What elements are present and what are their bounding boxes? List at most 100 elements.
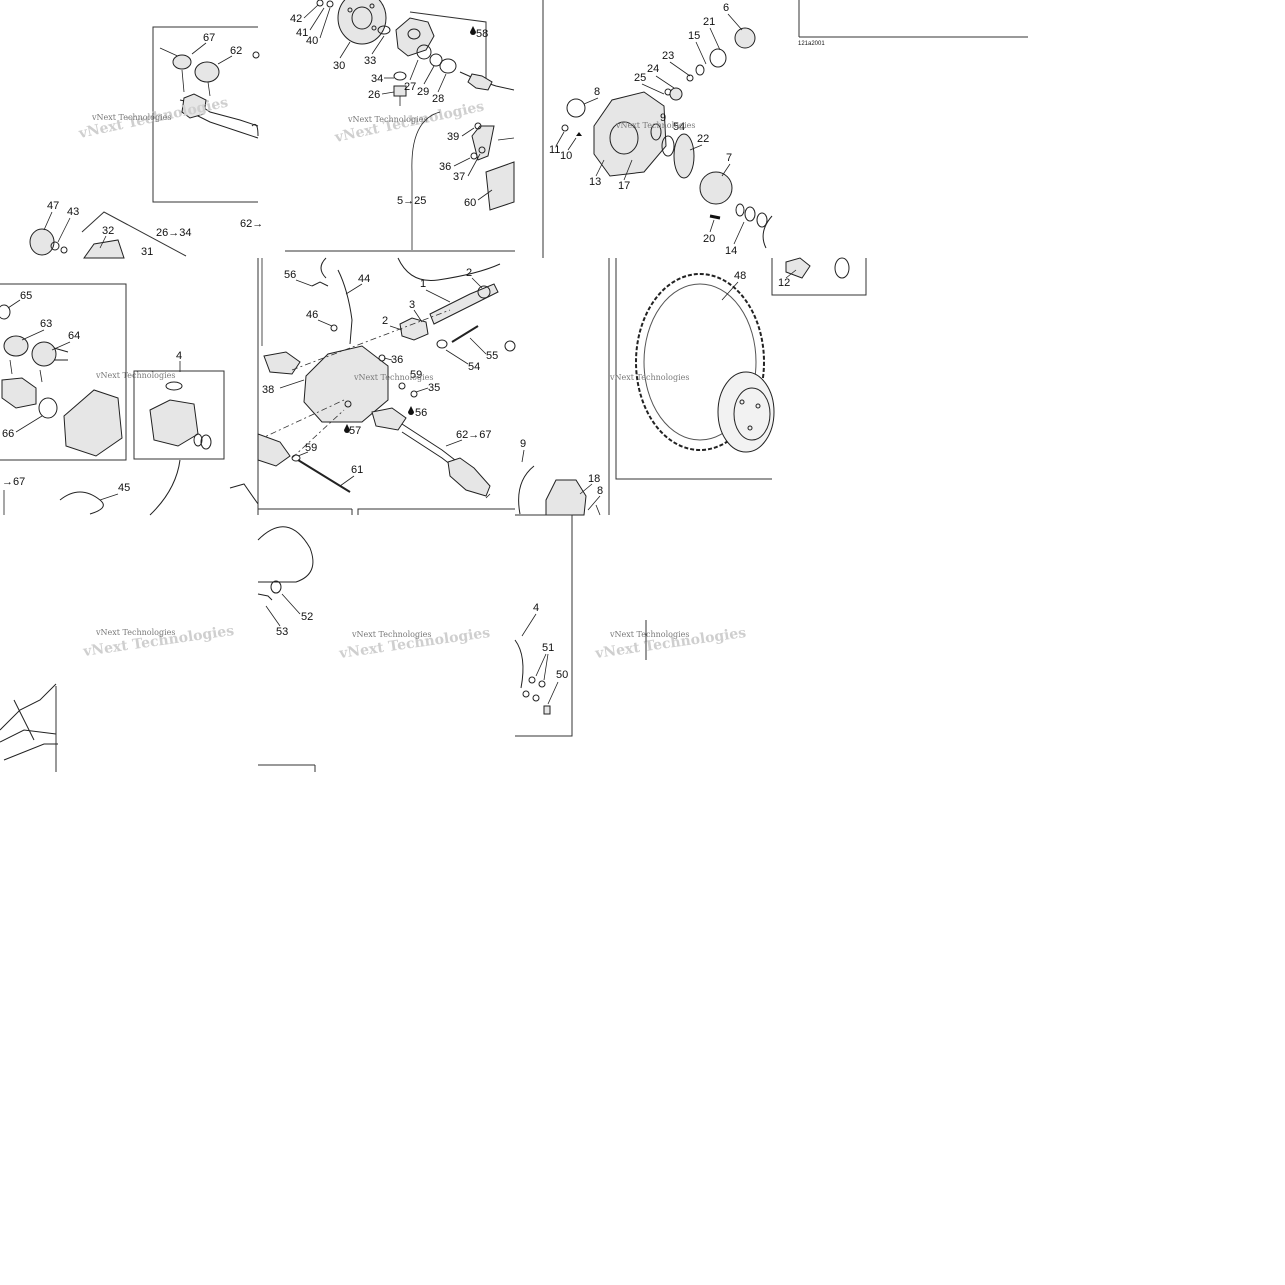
callout-1: 1	[420, 278, 426, 290]
callout-10: 10	[560, 150, 572, 162]
callout-22: 22	[697, 133, 709, 145]
svg-text:vNext Technologies: vNext Technologies	[95, 371, 175, 380]
callout-53: 53	[276, 626, 288, 638]
callout-62-arrow: 62→	[240, 218, 263, 230]
driveshaft-part-67	[159, 47, 260, 139]
callout-31: 31	[141, 246, 153, 258]
callout-8-brake: 8	[597, 485, 603, 497]
watermark-6: vNext Technologies	[609, 373, 689, 382]
callout-8-top: 8	[594, 86, 600, 98]
callout-65: 65	[20, 290, 32, 302]
watermark-2: vNext Technologies vNext Technologies	[333, 99, 486, 146]
callout-61: 61	[351, 464, 363, 476]
callout-24: 24	[647, 63, 659, 75]
drawing-code: 121a2001	[798, 41, 825, 47]
callout-4-bottom: 4	[533, 602, 539, 614]
callout-40: 40	[306, 35, 318, 47]
differential-housing	[593, 91, 667, 177]
callout-36-top: 36	[439, 161, 451, 173]
callout-9-top: 9	[660, 112, 666, 124]
callout-21: 21	[703, 16, 715, 28]
callout-23: 23	[662, 50, 674, 62]
tile-front-hub-brake: 42 41 40 30 33 58 34 26 27 29 28 vNext T…	[285, 0, 515, 252]
watermark-8: vNext Technologies vNext Technologies	[337, 625, 491, 662]
svg-text:vNext Technologies: vNext Technologies	[609, 373, 689, 382]
rear-differential	[303, 345, 389, 423]
callout-11: 11	[549, 144, 560, 156]
callout-6: 6	[723, 2, 729, 14]
callout-60: 60	[464, 197, 476, 209]
callout-3: 3	[409, 299, 415, 311]
callout-66: 66	[2, 428, 14, 440]
callout-37: 37	[453, 171, 465, 183]
tile-bottom-row: vNext Technologies vNext Technologies 52…	[0, 508, 747, 772]
callout-46: 46	[306, 309, 318, 321]
callout-26-to-34: 26→34	[156, 227, 191, 239]
propeller-shaft	[429, 283, 499, 325]
callout-7: 7	[726, 152, 732, 164]
callout-2-top: 2	[466, 267, 472, 279]
callout-to-67: →67	[2, 476, 25, 488]
callout-29: 29	[417, 86, 429, 98]
callout-35: 35	[428, 382, 440, 394]
tile-hub-parts: 47 43 32 26→34 31	[29, 200, 191, 259]
callout-39: 39	[447, 131, 459, 143]
callout-48: 48	[734, 270, 746, 282]
svg-text:vNext Technologies: vNext Technologies	[91, 113, 171, 122]
callout-25: 25	[634, 72, 646, 84]
callout-55: 55	[486, 350, 498, 362]
svg-text:vNext Technologies: vNext Technologies	[353, 373, 433, 382]
callout-26: 26	[368, 89, 380, 101]
svg-text:vNext Technologies: vNext Technologies	[347, 115, 427, 124]
brake-disc	[337, 0, 387, 45]
watermark-4: vNext Technologies	[95, 371, 175, 380]
tile-front-differential: 121a2001 6 21 15 23 24 25 8	[542, 0, 1028, 258]
callout-57: 57	[349, 425, 361, 437]
callout-67: 67	[203, 32, 215, 44]
callout-34: 34	[371, 73, 383, 85]
tile-rear-wheel: 48 vNext Technologies 9 18 8	[518, 258, 775, 516]
callout-47: 47	[47, 200, 59, 212]
callout-2-mid: 2	[382, 315, 388, 327]
callout-38: 38	[262, 384, 274, 396]
callout-4-ujoint: 4	[176, 350, 182, 362]
callout-17: 17	[618, 180, 630, 192]
callout-54-rear: 54	[468, 361, 480, 373]
callout-36-rear: 36	[391, 354, 403, 366]
watermark-7: vNext Technologies vNext Technologies	[81, 623, 235, 660]
callout-58: 58	[476, 28, 488, 40]
callout-41: 41	[296, 27, 308, 39]
callout-32: 32	[102, 225, 114, 237]
callout-59-rear: 59	[410, 369, 422, 381]
callout-62: 62	[230, 45, 242, 57]
hub-housing	[63, 389, 123, 457]
callout-30: 30	[333, 60, 345, 72]
callout-20: 20	[703, 233, 715, 245]
universal-joint	[149, 399, 199, 447]
callout-51: 51	[542, 642, 554, 654]
callout-56-rear: 56	[415, 407, 427, 419]
callout-28: 28	[432, 93, 444, 105]
tile-boot-set: 12	[771, 257, 867, 296]
callout-15: 15	[688, 30, 700, 42]
callout-42: 42	[290, 13, 302, 25]
watermark-9: vNext Technologies vNext Technologies	[593, 625, 747, 662]
callout-52: 52	[301, 611, 313, 623]
callout-13: 13	[589, 176, 601, 188]
callout-64: 64	[68, 330, 80, 342]
watermark-3: vNext Technologies	[615, 121, 695, 130]
tile-rear-drivetrain: 56 44 1 2 3 2 46 55 54 36 38 59 35 56 57…	[257, 257, 516, 515]
svg-text:vNext Technologies: vNext Technologies	[95, 628, 175, 637]
callout-56-top: 56	[284, 269, 296, 281]
callout-43: 43	[67, 206, 79, 218]
callout-9-brake: 9	[520, 438, 526, 450]
callout-50: 50	[556, 669, 568, 681]
callout-12: 12	[778, 277, 790, 289]
callout-63: 63	[40, 318, 52, 330]
callout-45: 45	[118, 482, 130, 494]
callout-59-bolt: 59	[305, 442, 317, 454]
tile-cv-joint: 65 63 64 66 vNext Technologies 4 →67 45	[0, 283, 259, 516]
callout-33: 33	[364, 55, 376, 67]
callout-14: 14	[725, 245, 737, 257]
steering-knuckle	[395, 17, 435, 57]
